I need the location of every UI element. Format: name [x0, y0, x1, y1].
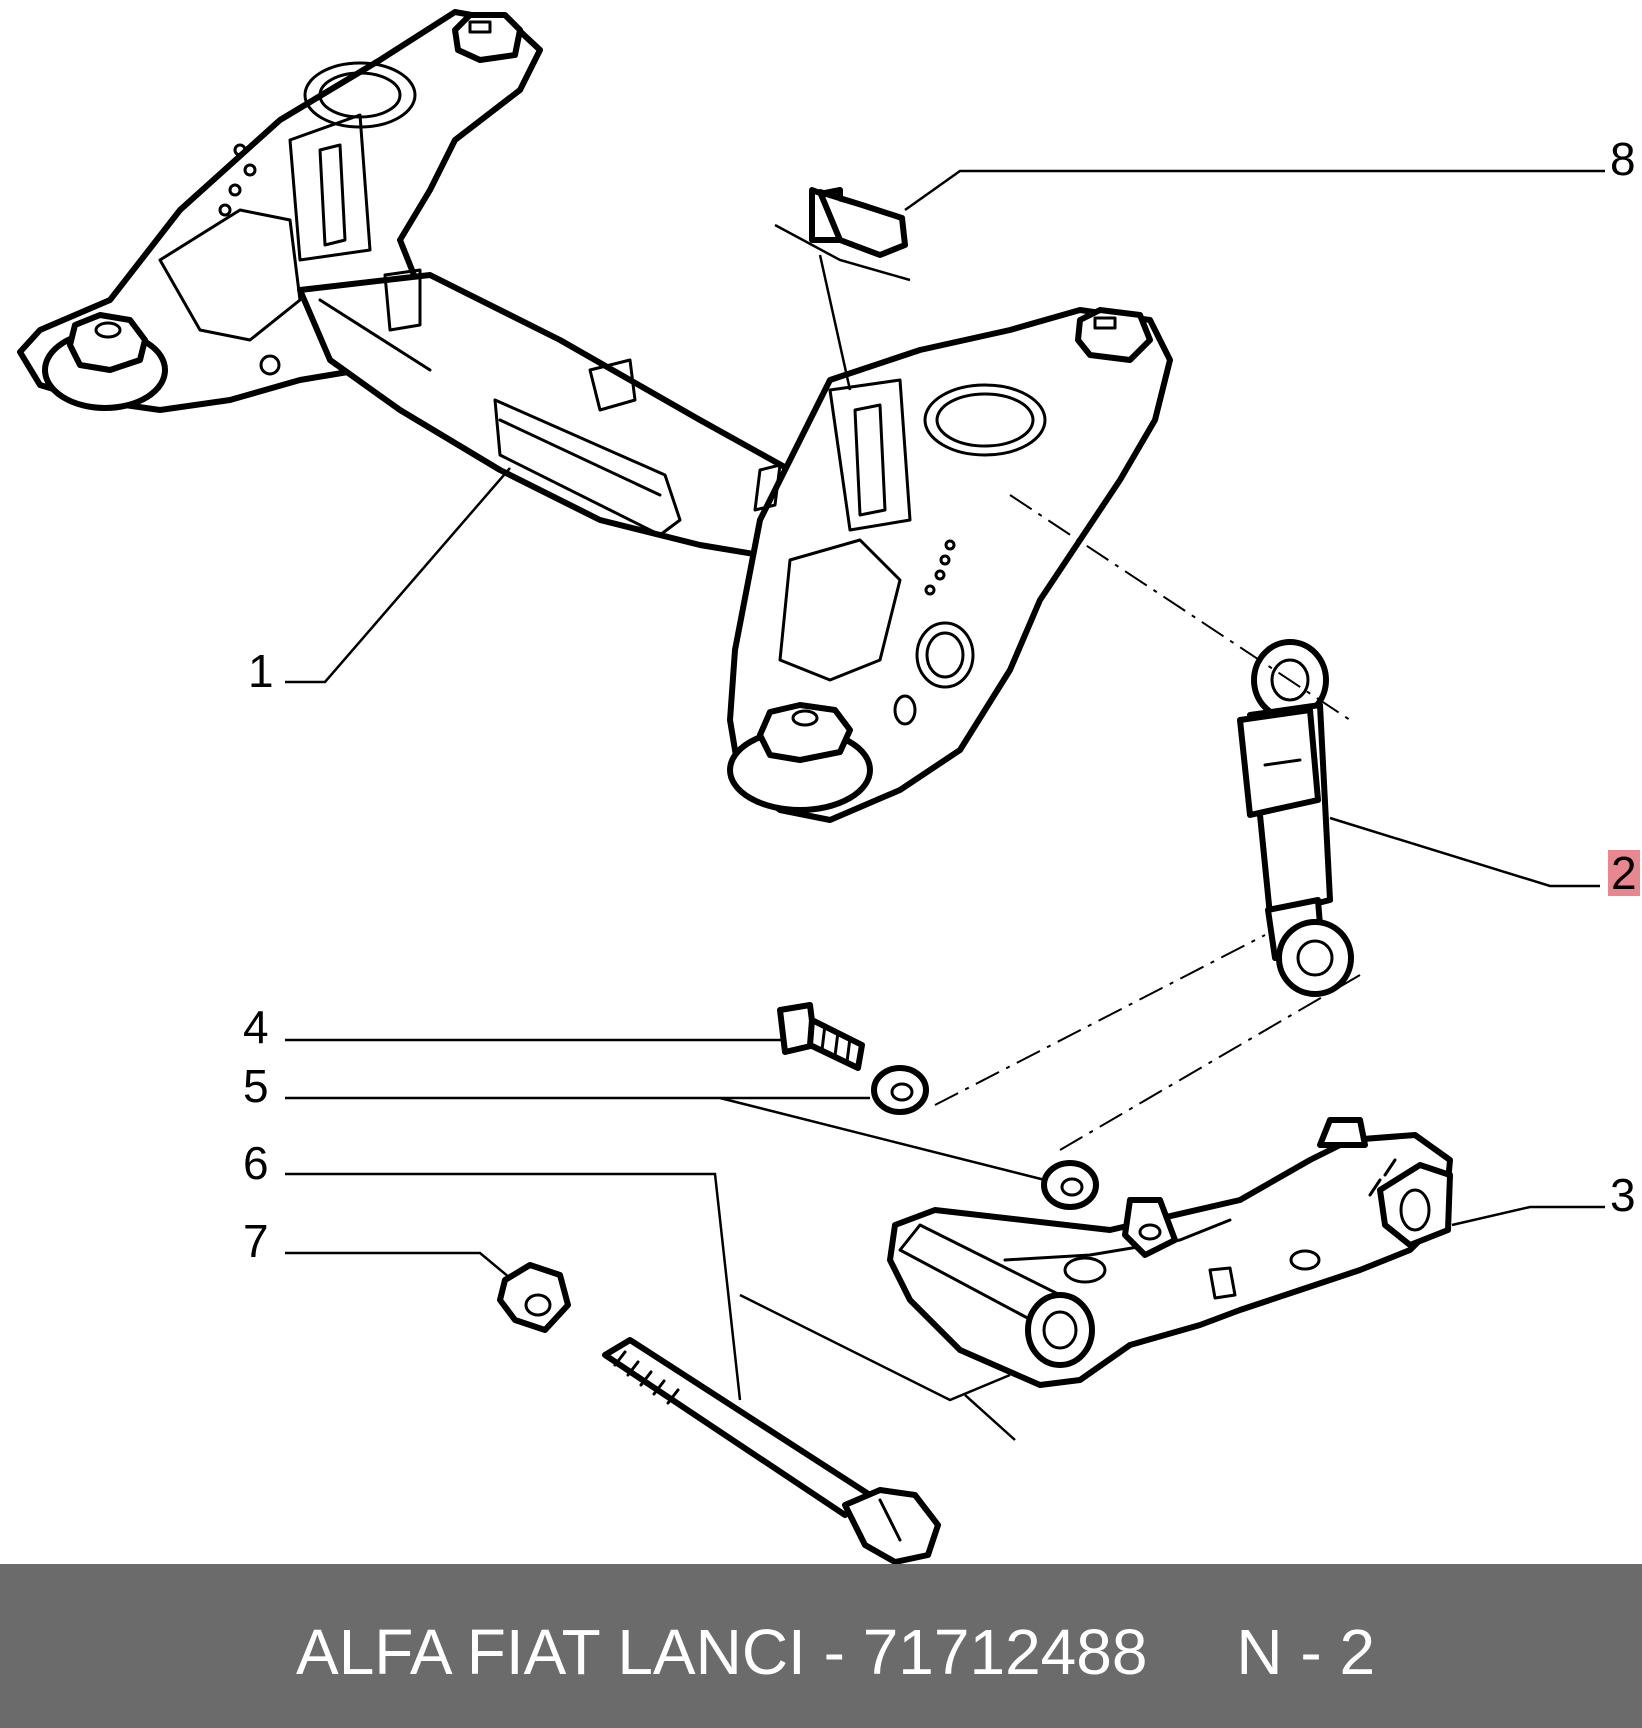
rear-axle-subframe: [17, 9, 1173, 823]
washer-part-5: [871, 1065, 1099, 1210]
shock-absorber-part-2: [1237, 639, 1354, 997]
assembly-dash-lines: [934, 494, 1361, 1151]
callout-5: 5: [243, 1060, 269, 1112]
bolt-part-4: [777, 1002, 865, 1071]
trailing-arm-part-3: [887, 1117, 1453, 1388]
callout-4: 4: [243, 1001, 269, 1053]
callout-2-highlighted: 2: [1608, 850, 1640, 896]
callout-1: 1: [248, 645, 274, 697]
callout-7: 7: [243, 1215, 269, 1267]
bolt-part-8: [809, 187, 908, 258]
nut-part-7: [497, 1262, 571, 1333]
part-number-banner: ALFA FIAT LANCI - 71712488 N - 2: [0, 1564, 1642, 1728]
leader-lines: [285, 169, 1605, 1441]
callout-8: 8: [1610, 133, 1636, 185]
callout-6: 6: [243, 1137, 269, 1189]
exploded-parts-diagram: [17, 9, 1605, 1564]
bolt-part-6: [602, 1337, 941, 1564]
callout-3: 3: [1610, 1169, 1636, 1221]
part-number-text: ALFA FIAT LANCI - 71712488 N - 2: [296, 1616, 1376, 1688]
